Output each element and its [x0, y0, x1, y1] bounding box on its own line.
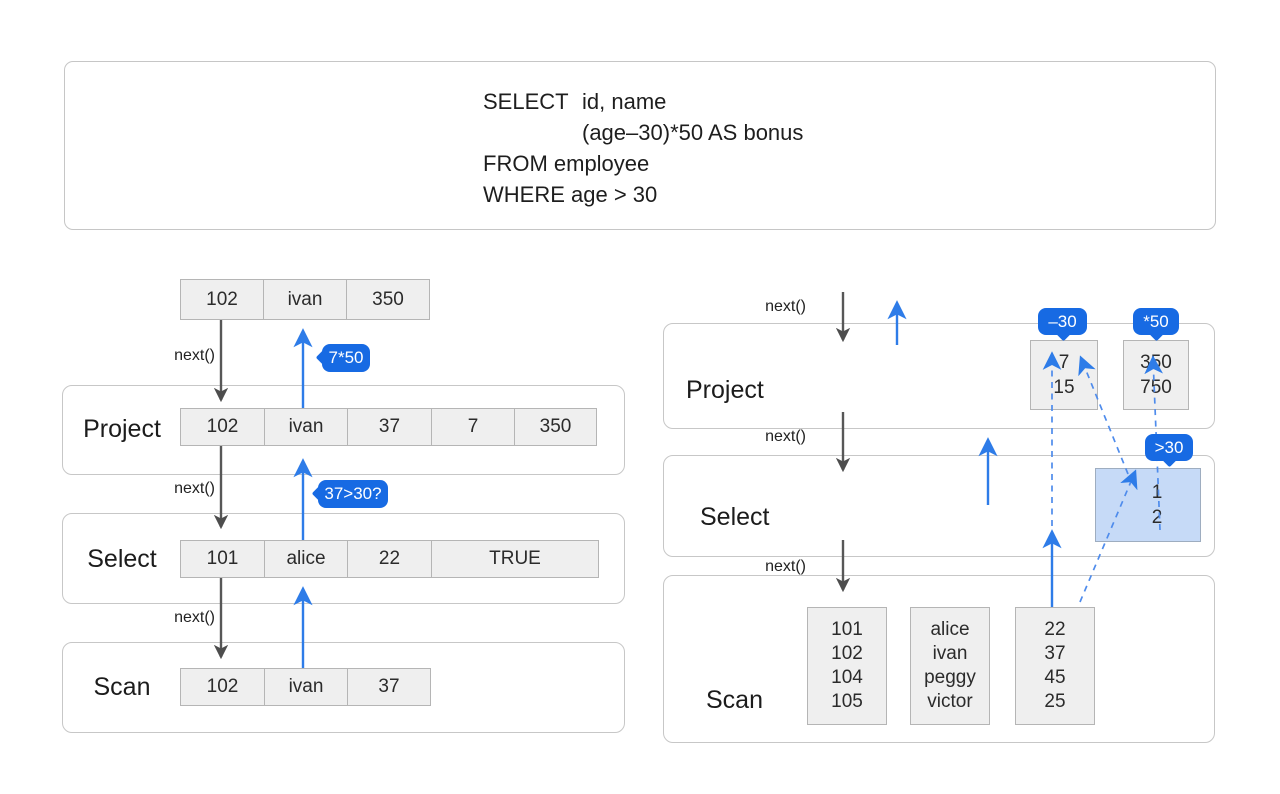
right-select-label: Select — [700, 503, 770, 531]
vector-value: alice — [930, 619, 970, 640]
sql-line-where: WHERE age > 30 — [483, 182, 658, 207]
sql-line-select: SELECT id, name — [483, 89, 666, 115]
left-scan-label: Scan — [93, 673, 151, 701]
tuple-cell: 7 — [431, 408, 515, 446]
id-column-vector: 101 102 104 105 — [807, 607, 887, 725]
tuple-cell: TRUE — [431, 540, 599, 578]
bubble-text: >30 — [1154, 437, 1184, 457]
sql-select-args: id, name — [582, 89, 667, 114]
left-project-row: 102 ivan 37 7 350 — [180, 408, 597, 446]
vector-value: 104 — [831, 667, 863, 688]
left-select-label: Select — [87, 545, 157, 573]
vector-value: 105 — [831, 691, 863, 712]
name-column-vector: alice ivan peggy victor — [910, 607, 990, 725]
left-scan-row: 102 ivan 37 — [180, 668, 431, 706]
sql-query-box: SELECT id, name (age–30)*50 AS bonus FROM… — [64, 61, 1216, 230]
project-compute-bubble: 7*50 — [315, 344, 370, 372]
select-predicate-bubble: 37>30? — [311, 480, 388, 508]
vector-value: 45 — [1044, 667, 1066, 688]
selection-vector-box: 1 2 — [1095, 468, 1201, 542]
bubble-text: *50 — [1143, 311, 1169, 331]
next-call-label: next() — [174, 347, 215, 364]
tuple-cell: 350 — [514, 408, 597, 446]
gt-op-bubble: >30 — [1145, 434, 1193, 468]
tuple-cell: 37 — [347, 668, 431, 706]
next-call-label: next() — [174, 480, 215, 497]
vector-value: 350 — [1140, 352, 1172, 373]
tuple-cell: 102 — [180, 668, 265, 706]
left-project-label: Project — [83, 415, 161, 443]
vector-value: 25 — [1044, 691, 1066, 712]
tuple-cell: 350 — [346, 279, 430, 320]
next-call-label: next() — [765, 558, 806, 575]
bubble-text: 37>30? — [324, 484, 382, 503]
vector-value: victor — [927, 691, 973, 712]
sql-line-expr: (age–30)*50 AS bonus — [582, 120, 804, 145]
vector-value: 101 — [831, 619, 863, 640]
minus-result-vector: 7 15 — [1030, 340, 1098, 410]
next-call-label: next() — [765, 298, 806, 315]
bubble-text: –30 — [1048, 311, 1077, 331]
sql-line-from: FROM employee — [483, 151, 650, 176]
tuple-cell: ivan — [264, 408, 348, 446]
tuple-cell: 101 — [180, 540, 265, 578]
vector-value: 15 — [1053, 377, 1075, 398]
age-column-vector: 22 37 45 25 — [1015, 607, 1095, 725]
tuple-cell: alice — [264, 540, 348, 578]
left-output-tuple-row: 102 ivan 350 — [180, 279, 430, 320]
vector-value: peggy — [924, 667, 976, 688]
right-scan-label: Scan — [706, 686, 763, 714]
bubble-text: 7*50 — [328, 348, 364, 367]
tuple-cell: 102 — [180, 408, 265, 446]
vector-value: 22 — [1044, 619, 1066, 640]
tuple-cell: ivan — [263, 279, 347, 320]
selection-vector-value: 2 — [1151, 507, 1163, 528]
tuple-cell: 37 — [347, 408, 432, 446]
vector-value: 7 — [1058, 352, 1070, 373]
vector-value: 102 — [831, 643, 863, 664]
vector-value: 37 — [1044, 643, 1066, 664]
tuple-cell: 22 — [347, 540, 432, 578]
vector-value: 750 — [1140, 377, 1172, 398]
next-call-label: next() — [174, 609, 215, 626]
selection-vector-value: 1 — [1151, 482, 1163, 503]
sql-keyword-select: SELECT — [483, 89, 569, 114]
tuple-cell: ivan — [264, 668, 348, 706]
next-call-label: next() — [765, 428, 806, 445]
times-result-vector: 350 750 — [1123, 340, 1189, 410]
vector-value: ivan — [932, 643, 968, 664]
times-op-bubble: *50 — [1133, 308, 1179, 342]
tuple-cell: 102 — [180, 279, 264, 320]
left-select-row: 101 alice 22 TRUE — [180, 540, 599, 578]
minus-op-bubble: –30 — [1038, 308, 1087, 342]
right-project-label: Project — [686, 376, 764, 404]
